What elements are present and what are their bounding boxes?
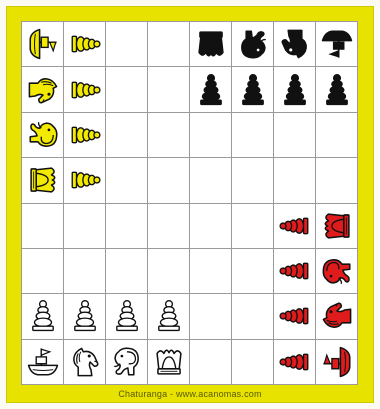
board-square-r0-c2[interactable] — [106, 22, 148, 67]
board-square-r1-c2[interactable] — [106, 67, 148, 112]
black-pawn-icon[interactable] — [236, 73, 270, 107]
board-square-r3-c1[interactable] — [64, 158, 106, 203]
board-square-r1-c1[interactable] — [64, 67, 106, 112]
white-pawn-icon[interactable] — [68, 299, 102, 333]
board-square-r5-c2[interactable] — [106, 249, 148, 294]
yellow-pawn-icon[interactable] — [68, 73, 102, 107]
board-square-r2-c0[interactable] — [22, 113, 64, 158]
black-pawn-icon[interactable] — [194, 73, 228, 107]
board-square-r0-c7[interactable] — [316, 22, 358, 67]
board-square-r4-c3[interactable] — [148, 204, 190, 249]
yellow-pawn-icon[interactable] — [68, 163, 102, 197]
board-square-r6-c2[interactable] — [106, 294, 148, 339]
yellow-king-icon[interactable] — [26, 163, 60, 197]
black-king-icon[interactable] — [194, 27, 228, 61]
red-pawn-icon[interactable] — [278, 345, 312, 379]
chaturanga-board[interactable] — [21, 21, 358, 385]
board-square-r1-c5[interactable] — [232, 67, 274, 112]
yellow-boat-icon[interactable] — [26, 27, 60, 61]
board-square-r2-c7[interactable] — [316, 113, 358, 158]
board-square-r2-c3[interactable] — [148, 113, 190, 158]
board-square-r6-c7[interactable] — [316, 294, 358, 339]
board-square-r7-c7[interactable] — [316, 340, 358, 385]
board-square-r7-c6[interactable] — [274, 340, 316, 385]
white-pawn-icon[interactable] — [110, 299, 144, 333]
red-horse-icon[interactable] — [320, 299, 354, 333]
board-square-r6-c1[interactable] — [64, 294, 106, 339]
yellow-elephant-icon[interactable] — [26, 118, 60, 152]
board-square-r7-c5[interactable] — [232, 340, 274, 385]
board-square-r2-c1[interactable] — [64, 113, 106, 158]
yellow-horse-icon[interactable] — [26, 73, 60, 107]
board-square-r2-c6[interactable] — [274, 113, 316, 158]
board-square-r4-c7[interactable] — [316, 204, 358, 249]
board-square-r4-c2[interactable] — [106, 204, 148, 249]
board-square-r5-c6[interactable] — [274, 249, 316, 294]
yellow-pawn-icon[interactable] — [68, 118, 102, 152]
board-square-r2-c4[interactable] — [190, 113, 232, 158]
white-pawn-icon[interactable] — [152, 299, 186, 333]
board-square-r0-c3[interactable] — [148, 22, 190, 67]
board-square-r1-c3[interactable] — [148, 67, 190, 112]
white-elephant-icon[interactable] — [110, 345, 144, 379]
board-square-r7-c3[interactable] — [148, 340, 190, 385]
black-horse-icon[interactable] — [278, 27, 312, 61]
board-square-r4-c1[interactable] — [64, 204, 106, 249]
white-pawn-icon[interactable] — [26, 299, 60, 333]
yellow-pawn-icon[interactable] — [68, 27, 102, 61]
board-square-r2-c5[interactable] — [232, 113, 274, 158]
board-square-r4-c4[interactable] — [190, 204, 232, 249]
board-square-r3-c7[interactable] — [316, 158, 358, 203]
white-boat-icon[interactable] — [26, 345, 60, 379]
board-square-r5-c0[interactable] — [22, 249, 64, 294]
red-pawn-icon[interactable] — [278, 299, 312, 333]
board-square-r6-c0[interactable] — [22, 294, 64, 339]
board-square-r6-c6[interactable] — [274, 294, 316, 339]
black-boat-icon[interactable] — [320, 27, 354, 61]
board-square-r7-c1[interactable] — [64, 340, 106, 385]
red-pawn-icon[interactable] — [278, 209, 312, 243]
board-square-r5-c1[interactable] — [64, 249, 106, 294]
red-boat-icon[interactable] — [320, 345, 354, 379]
board-square-r5-c7[interactable] — [316, 249, 358, 294]
board-square-r1-c7[interactable] — [316, 67, 358, 112]
black-elephant-icon[interactable] — [236, 27, 270, 61]
board-square-r4-c0[interactable] — [22, 204, 64, 249]
board-square-r1-c6[interactable] — [274, 67, 316, 112]
red-elephant-icon[interactable] — [320, 254, 354, 288]
board-square-r4-c5[interactable] — [232, 204, 274, 249]
board-square-r7-c2[interactable] — [106, 340, 148, 385]
board-square-r3-c2[interactable] — [106, 158, 148, 203]
board-square-r0-c1[interactable] — [64, 22, 106, 67]
board-square-r3-c4[interactable] — [190, 158, 232, 203]
board-square-r5-c3[interactable] — [148, 249, 190, 294]
board-square-r6-c5[interactable] — [232, 294, 274, 339]
board-square-r3-c5[interactable] — [232, 158, 274, 203]
board-square-r6-c3[interactable] — [148, 294, 190, 339]
board-square-r3-c0[interactable] — [22, 158, 64, 203]
board-square-r7-c4[interactable] — [190, 340, 232, 385]
red-pawn-icon[interactable] — [278, 254, 312, 288]
board-square-r1-c0[interactable] — [22, 67, 64, 112]
board-square-r4-c6[interactable] — [274, 204, 316, 249]
board-square-r7-c0[interactable] — [22, 340, 64, 385]
board-square-r5-c4[interactable] — [190, 249, 232, 294]
board-square-r0-c6[interactable] — [274, 22, 316, 67]
credit-footer: Chaturanga - www.acanomas.com — [0, 389, 380, 399]
red-king-icon[interactable] — [320, 209, 354, 243]
board-square-r6-c4[interactable] — [190, 294, 232, 339]
board-square-r3-c3[interactable] — [148, 158, 190, 203]
board-square-r5-c5[interactable] — [232, 249, 274, 294]
board-square-r3-c6[interactable] — [274, 158, 316, 203]
black-pawn-icon[interactable] — [320, 73, 354, 107]
black-pawn-icon[interactable] — [278, 73, 312, 107]
board-square-r2-c2[interactable] — [106, 113, 148, 158]
board-square-r0-c0[interactable] — [22, 22, 64, 67]
board-square-r1-c4[interactable] — [190, 67, 232, 112]
white-horse-icon[interactable] — [68, 345, 102, 379]
board-square-r0-c5[interactable] — [232, 22, 274, 67]
white-king-icon[interactable] — [152, 345, 186, 379]
board-square-r0-c4[interactable] — [190, 22, 232, 67]
